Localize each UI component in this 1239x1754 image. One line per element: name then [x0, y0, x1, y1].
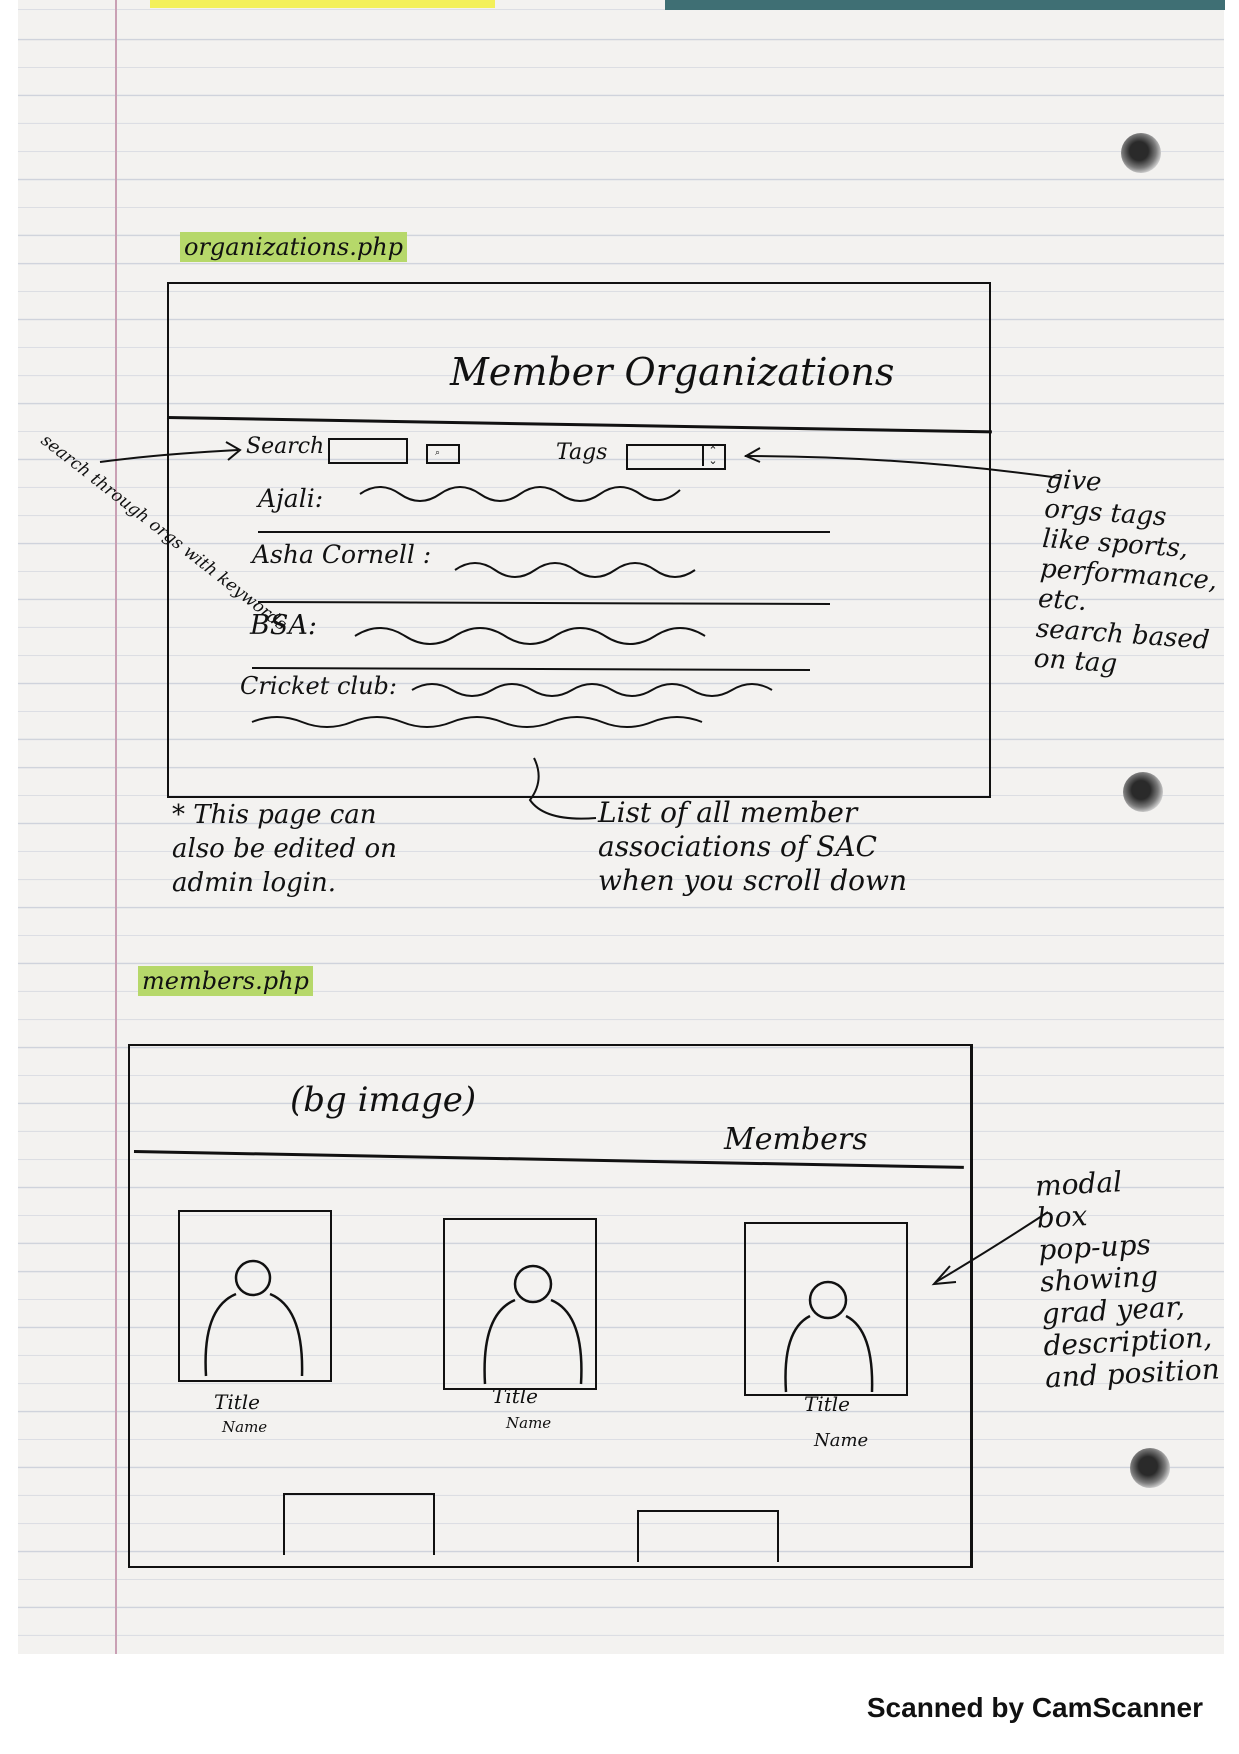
organizations-frame [167, 282, 991, 798]
org-list-item-ajali[interactable]: Ajali: [258, 484, 324, 513]
bottom-block-right [637, 1510, 779, 1562]
org-list-item-bsa[interactable]: BSA: [250, 610, 317, 641]
person-silhouette-icon [204, 1259, 304, 1377]
note-member-list: List of all member associations of SAC w… [598, 796, 907, 897]
notebook-page [18, 0, 1224, 1654]
members-page-title: Members [724, 1122, 868, 1157]
search-label: Search [246, 434, 325, 459]
members-file-tag: members.php [138, 966, 313, 996]
tags-label: Tags [556, 440, 608, 465]
person-silhouette-icon [784, 1280, 874, 1393]
dropdown-arrows-icon: ⌃⌄ [702, 445, 722, 466]
top-teal-band [665, 0, 1225, 10]
org-list-item-asha-cornell[interactable]: Asha Cornell : [252, 540, 432, 569]
margin-line [115, 0, 117, 1654]
search-icon: ⌕ [435, 448, 441, 458]
person-silhouette-icon [483, 1264, 583, 1385]
member-name: Name [814, 1430, 869, 1451]
bottom-block-left [283, 1493, 435, 1555]
search-input[interactable] [328, 438, 408, 464]
tags-dropdown[interactable]: ⌃⌄ [626, 444, 726, 470]
member-card-2[interactable] [443, 1218, 597, 1390]
binder-hole [1121, 133, 1161, 173]
binder-hole [1130, 1448, 1170, 1488]
member-name: Name [222, 1418, 268, 1436]
member-title: Title [804, 1392, 851, 1416]
binder-hole [1123, 772, 1163, 812]
member-title: Title [214, 1390, 261, 1414]
search-button[interactable]: ⌕ [426, 444, 460, 464]
members-frame [128, 1044, 973, 1568]
member-name: Name [506, 1414, 552, 1432]
bg-image-placeholder: (bg image) [290, 1080, 477, 1120]
member-card-3[interactable] [744, 1222, 908, 1396]
top-yellow-band [150, 0, 495, 8]
scanner-watermark: Scanned by CamScanner [866, 1692, 1203, 1723]
organizations-file-tag: organizations.php [180, 232, 408, 262]
org-list-item-cricket-club[interactable]: Cricket club: [240, 672, 397, 700]
organizations-page-title: Member Organizations [450, 350, 895, 394]
member-title: Title [492, 1384, 539, 1408]
note-admin-edit: * This page can also be edited on admin … [172, 800, 397, 898]
member-card-1[interactable] [178, 1210, 332, 1382]
